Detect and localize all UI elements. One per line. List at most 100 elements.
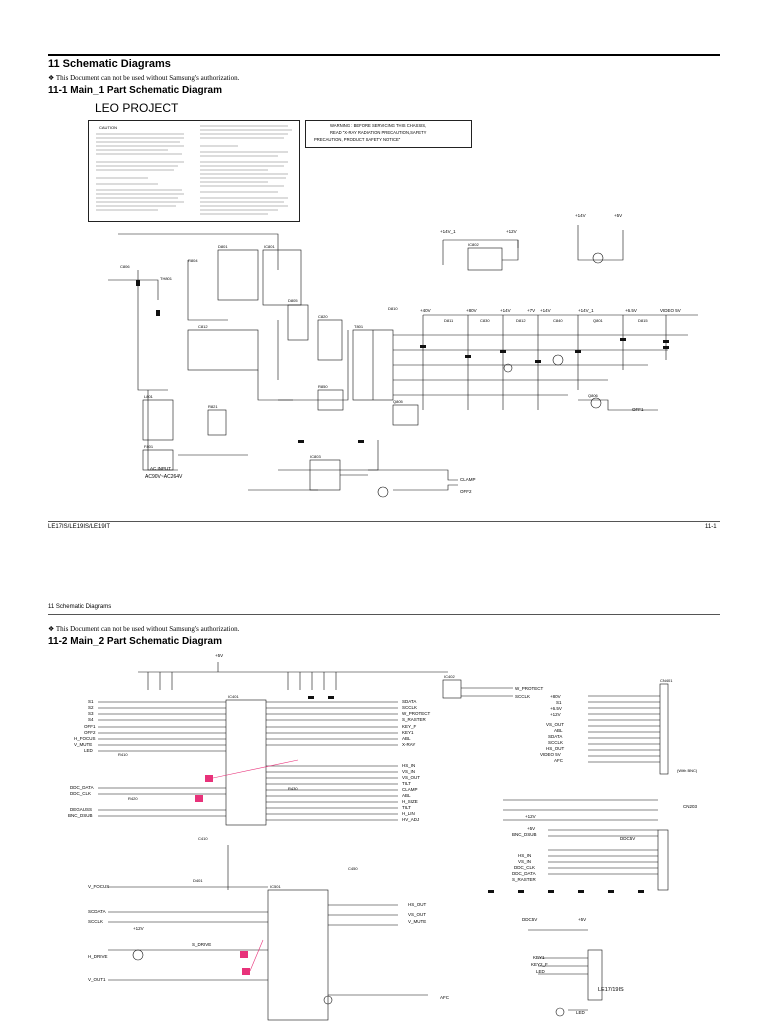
right-afc: AFC — [554, 758, 563, 763]
rail-7v: +7V — [527, 308, 536, 313]
led-label: LED — [576, 1010, 585, 1015]
page1-footer-left: LE17IS/LE19IS/LE19IT — [48, 524, 111, 530]
label-supply-5v: +5V — [614, 213, 623, 218]
signal-off1: OFF1 — [632, 407, 644, 412]
bnc-5v: +5V — [527, 826, 536, 831]
label-supply-14v1: +14V_1 — [440, 229, 456, 234]
lower-v-mute: V_MUTE — [408, 919, 427, 924]
ddc-s-raster: S_RASTER — [512, 877, 536, 882]
right-scclk: SCCLK — [515, 694, 531, 699]
svg-text:D812: D812 — [516, 318, 526, 323]
output-x-ray: X-RAY — [402, 742, 416, 747]
page2-sub-title: 11-2 Main_2 Part Schematic Diagram — [48, 636, 222, 647]
rail-14v-b: +14V — [540, 308, 551, 313]
svg-text:R821: R821 — [208, 404, 218, 409]
rail-6-5v: +6.5V — [625, 308, 637, 313]
output-w-protect: W_PROTECT — [402, 711, 431, 716]
lower-vs-out: VS_OUT — [408, 912, 427, 917]
svg-text:C830: C830 — [480, 318, 490, 323]
signal-clamp: CLAMP — [460, 477, 476, 482]
page2-header-rule — [48, 614, 720, 615]
output-hv-adj: HV_ADJ — [402, 817, 420, 822]
right-80v: +80V — [550, 694, 561, 699]
output-key-f: KEY_F — [402, 724, 417, 729]
dsub-label: (With BNC) — [677, 768, 698, 773]
svg-text:R850: R850 — [318, 384, 328, 389]
output-abl: ABL — [402, 736, 411, 741]
rail-video-5v: VIDEO 5V — [660, 308, 681, 313]
right-6-5v: +6.5V — [550, 706, 562, 711]
svg-text:L801: L801 — [144, 394, 154, 399]
output-vs-in: VS_IN — [402, 769, 416, 774]
ddc-data: DDC_DATA — [512, 871, 536, 876]
svg-text:CN401: CN401 — [660, 678, 673, 683]
svg-text:IC402: IC402 — [444, 674, 455, 679]
svg-text:TH801: TH801 — [160, 276, 173, 281]
svg-text:F801: F801 — [144, 444, 154, 449]
svg-text:R410: R410 — [118, 752, 128, 757]
ddc-hs-in: HS_IN — [518, 853, 532, 858]
ac-range-label: AC90V~AC264V — [145, 474, 183, 480]
model-label: LE17/19IS — [598, 987, 624, 993]
svg-text:IC803: IC803 — [310, 454, 321, 459]
page1-footer-right: 11-1 — [705, 524, 717, 530]
lower-scclk: SCCLK — [88, 919, 104, 924]
lower-hs-out: HS_OUT — [408, 902, 427, 907]
output-key1: KEY1 — [402, 730, 414, 735]
input-off2: OFF2 — [84, 730, 96, 735]
lower-afc: AFC — [440, 995, 449, 1000]
ddc-vs-in: VS_IN — [518, 859, 532, 864]
page1-sub-title: 11-1 Main_1 Part Schematic Diagram — [48, 85, 222, 96]
label-supply-12v: +12V — [506, 229, 517, 234]
rail-14v1: +14V_1 — [578, 308, 594, 313]
warning-line-2: READ "X-RAY RADIATION PRECAUTION,SAFETY — [330, 130, 427, 135]
svg-text:C450: C450 — [348, 866, 358, 871]
right-scclk-b: SCCLK — [548, 740, 564, 745]
ddc-5v: DDC5V — [620, 836, 636, 841]
svg-text:D801: D801 — [218, 244, 228, 249]
input-ddc-clk: DDC_CLK — [70, 791, 92, 796]
right-abl: ABL — [554, 728, 563, 733]
svg-text:C820: C820 — [318, 314, 328, 319]
output-sdata: SDATA — [402, 699, 417, 704]
output-s-raster: S_RASTER — [402, 717, 426, 722]
rail-80v: +80V — [466, 308, 477, 313]
project-title: LEO PROJECT — [95, 101, 179, 115]
svg-text:T801: T801 — [354, 324, 364, 329]
svg-text:C806: C806 — [120, 264, 130, 269]
svg-text:C410: C410 — [198, 836, 208, 841]
bnc-12v: +12V — [525, 814, 536, 819]
lower-12v: +12V — [133, 926, 144, 931]
lower-v-out1: V_OUT1 — [88, 977, 106, 982]
input-s1: S1 — [88, 699, 94, 704]
right-w-protect: W_PROTECT — [515, 686, 544, 691]
right-video-5v: VIDEO 5V — [540, 752, 561, 757]
page2-header: 11 Schematic Diagrams — [48, 604, 112, 610]
lower-h-drive: H_DRIVE — [88, 954, 108, 959]
page1-footer-rule — [48, 521, 720, 522]
key-led: LED — [536, 969, 545, 974]
input-off1: OFF1 — [84, 724, 96, 729]
input-s4: S4 — [88, 717, 94, 722]
right-12v: +12V — [550, 712, 561, 717]
rail-14v-a: +14V — [500, 308, 511, 313]
svg-text:D815: D815 — [638, 318, 648, 323]
signal-off2: OFF2 — [460, 489, 472, 494]
right-s1: S1 — [556, 700, 562, 705]
right-sdata: SDATA — [548, 734, 563, 739]
svg-text:R420: R420 — [128, 796, 138, 801]
right-hs-out: HS_OUT — [546, 746, 565, 751]
rail-40v: +40V — [420, 308, 431, 313]
page1-auth-note: ❖ This Document can not be used without … — [48, 74, 240, 82]
svg-text:Q801: Q801 — [593, 318, 604, 323]
ac-input-label: AC INPUT — [150, 466, 172, 471]
svg-text:R804: R804 — [188, 258, 198, 263]
warning-line-1: WARNING : BEFORE SERVICING THIS CHASSIS, — [330, 123, 427, 128]
lower-s-drive: S_DRIVE — [192, 942, 212, 947]
bnc-dsub-label: BNC_DSUB — [512, 832, 537, 837]
key-key2-f: KEY2_F — [531, 962, 548, 967]
output-h-lin: H_LIN — [402, 811, 415, 816]
cn203-label: CN203 — [683, 804, 698, 809]
output-abl-b: ABL — [402, 793, 411, 798]
